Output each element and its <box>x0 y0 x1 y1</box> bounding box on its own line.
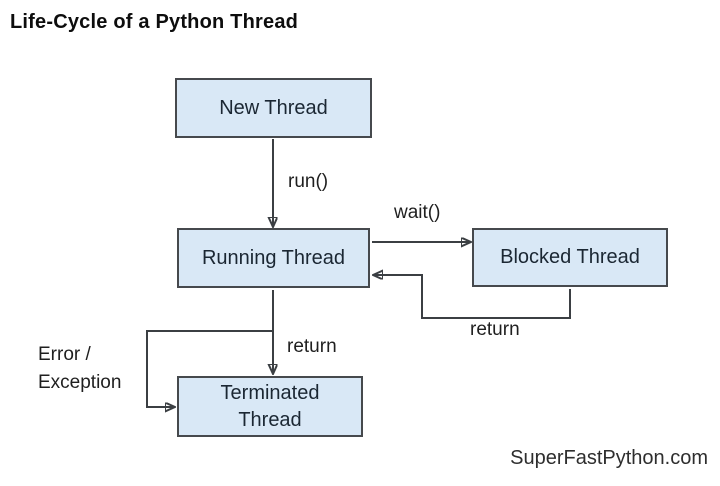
node-running-thread: Running Thread <box>177 228 370 288</box>
edge-label-wait: wait() <box>394 202 441 223</box>
diagram-title: Life-Cycle of a Python Thread <box>10 11 299 33</box>
edge-label-return-from-running: return <box>287 336 337 357</box>
node-new-thread: New Thread <box>175 78 372 138</box>
edge-label-error-exception: Error / Exception <box>38 344 122 393</box>
node-new-thread-label: New Thread <box>219 96 328 119</box>
node-terminated-thread-label: Terminated Thread <box>220 381 320 431</box>
node-running-thread-label: Running Thread <box>201 246 346 269</box>
node-terminated-thread: Terminated Thread <box>177 376 363 437</box>
node-blocked-thread-label: Blocked Thread <box>500 246 640 268</box>
node-blocked-thread: Blocked Thread <box>472 228 668 287</box>
edge-label-run: run() <box>288 171 329 192</box>
edge-label-return-from-blocked: return <box>470 319 520 340</box>
watermark-text: SuperFastPython.com <box>510 447 708 469</box>
